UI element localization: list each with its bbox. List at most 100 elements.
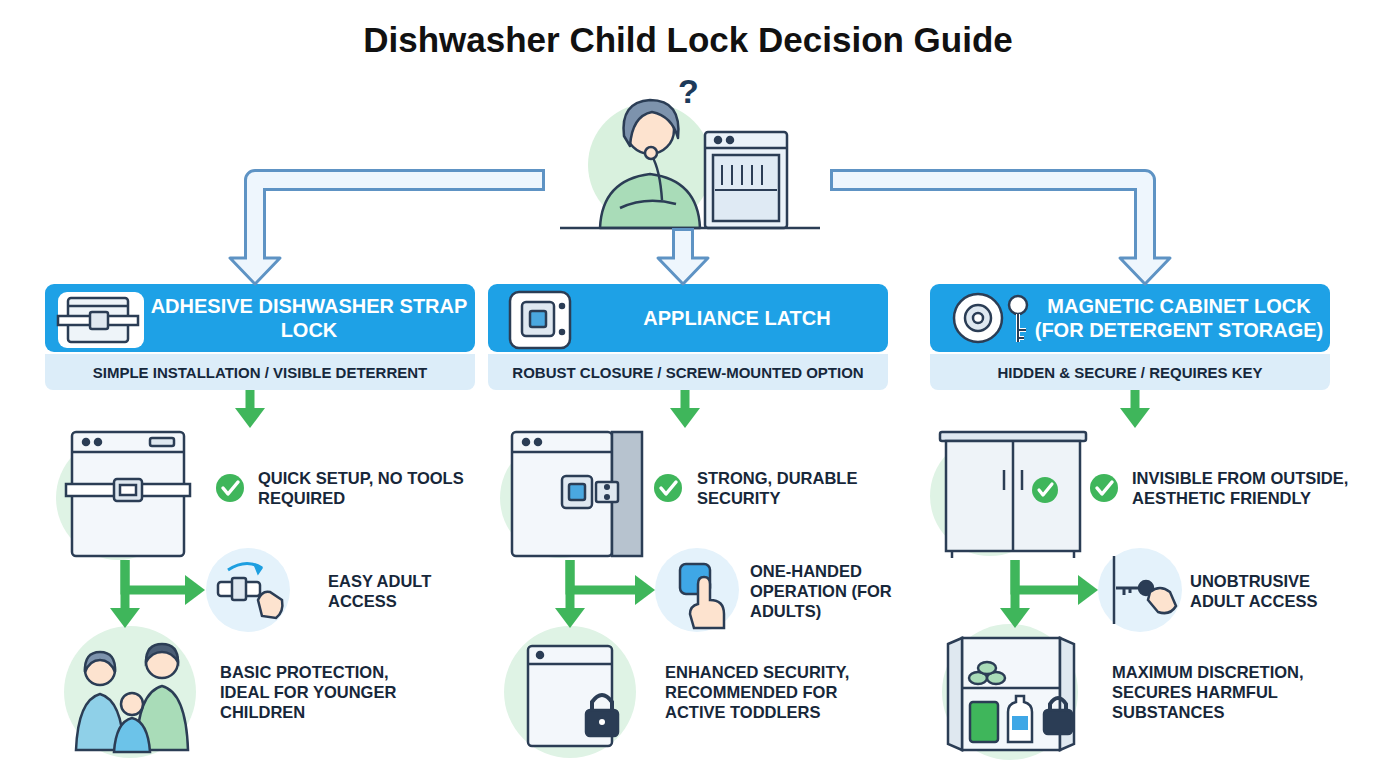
flow-arrow [1120,390,1150,428]
option-subtitle: HIDDEN & SECURE / REQUIRES KEY [997,364,1262,381]
locked-dishwasher-part [586,710,618,736]
subtitle-band: ROBUST CLOSURE / SCREW-MOUNTED OPTION [488,354,888,390]
thinking-person-part [600,174,700,228]
item-text: STRONG, DURABLE SECURITY [697,468,887,508]
option-subtitle: SIMPLE INSTALLATION / VISIBLE DETERRENT [93,364,427,381]
closed-cabinet [930,432,1086,558]
locked-dishwasher [504,626,636,758]
check-icon-part [216,474,244,502]
strapped-dishwasher-part [72,451,184,454]
family-illustration-part [76,694,124,750]
key-access-icon-part [1116,588,1140,595]
flow-arrow [670,390,700,428]
item-text: INVISIBLE FROM OUTSIDE, AESTHETIC FRIEND… [1132,468,1372,508]
arrow-shaft [121,560,130,610]
arrow-head [1078,575,1098,605]
family-illustration-part [121,693,143,715]
dishwasher-illustration-part [713,155,779,221]
family-illustration-part [64,626,196,758]
flow-arrow [230,180,545,284]
latched-dishwasher-part [500,438,620,558]
arrow-shaft [1131,390,1140,410]
locked-dishwasher-part [599,719,605,725]
option-header: MAGNETIC CABINET LOCK (FOR DETERGENT STO… [930,284,1330,390]
arrow-shaft [570,560,637,590]
option-title: APPLIANCE LATCH [643,306,830,330]
closed-cabinet-part [946,441,1080,551]
check-icon [216,474,244,502]
benefit-item: INVISIBLE FROM OUTSIDE, AESTHETIC FRIEND… [940,428,1370,560]
outcome-item: ENHANCED SECURITY, RECOMMENDED FOR ACTIV… [505,628,885,760]
arrow-fill [833,180,1145,262]
arrow-outline [830,180,1145,259]
arrow-fill [255,180,542,262]
strapped-dishwasher-part [66,484,190,496]
family-illustration-part [85,655,115,685]
dishwasher-illustration-part [705,132,787,228]
option-header: ADHESIVE DISHWASHER STRAP LOCKSIMPLE INS… [45,284,475,390]
one-hand-icon-part [690,577,724,628]
one-hand-icon-part [655,548,739,632]
flow-arrow [658,228,708,284]
adult-access-icon-part [232,578,246,600]
open-cabinet-part [962,687,1060,690]
open-cabinet-part [942,624,1078,760]
flow-arrow [1000,560,1030,628]
strapped-dishwasher-part [114,479,142,501]
arrow-head [185,575,205,605]
check-icon [1090,474,1118,502]
outcome-item: MAXIMUM DISCRETION, SECURES HARMFUL SUBS… [945,628,1365,760]
thinking-person [588,100,712,228]
family-illustration-part [146,644,178,662]
open-cabinet-part [1060,638,1074,750]
thinking-person-part [626,106,674,154]
question-mark: ? [678,72,699,111]
open-cabinet-part [1008,696,1032,742]
arrow-outline [255,180,545,259]
arrow-shaft [246,390,255,410]
one-hand-icon-part [680,564,710,594]
arrow-shaft [1015,560,1080,590]
arrow-head [658,258,708,284]
thinking-person-part [652,156,662,200]
closed-cabinet-part [930,436,1050,556]
latched-dishwasher-part [535,439,541,445]
strapped-dishwasher-part [72,432,184,556]
open-cabinet-part [970,702,998,742]
strapped-dishwasher-part [150,438,174,446]
latched-dishwasher [500,432,642,558]
locked-dishwasher-part [528,663,612,666]
strapped-dishwasher-part [120,485,136,495]
closed-cabinet-part [1012,441,1015,551]
strapped-dishwasher [56,432,190,560]
flow-arrow [125,560,205,605]
outcome-item: BASIC PROTECTION, IDEAL FOR YOUNGER CHIL… [62,628,462,760]
arrow-head [230,258,280,284]
locked-dishwasher-part [592,695,612,712]
locked-dishwasher-part [528,646,612,746]
latched-dishwasher-part [512,432,612,556]
key-access-icon-part [1098,548,1182,632]
check-icon-part [1097,482,1112,494]
arrow-fill [675,231,691,262]
thinking-person-part [620,201,676,208]
dishwasher-illustration-part [560,227,820,230]
adult-access-icon [206,548,290,632]
latched-dishwasher-part [596,482,618,502]
open-cabinet-part [987,672,1005,684]
locked-dishwasher-part [537,652,543,658]
benefit-item: STRONG, DURABLE SECURITY [505,428,885,560]
item-text: QUICK SETUP, NO TOOLS REQUIRED [258,468,473,508]
key-access-icon-part [1113,556,1116,624]
check-icon-part [223,482,238,494]
arrow-shaft [566,560,575,610]
latched-dishwasher-part [605,495,609,499]
adult-access-icon-part [258,592,282,618]
thinking-person-part [588,103,712,227]
thinking-person-part [624,100,679,146]
check-icon-part [654,474,682,502]
arrow-shaft [681,390,690,410]
latched-dishwasher-part [569,484,585,500]
check-icon [1032,477,1058,503]
open-cabinet-part [962,638,1060,750]
